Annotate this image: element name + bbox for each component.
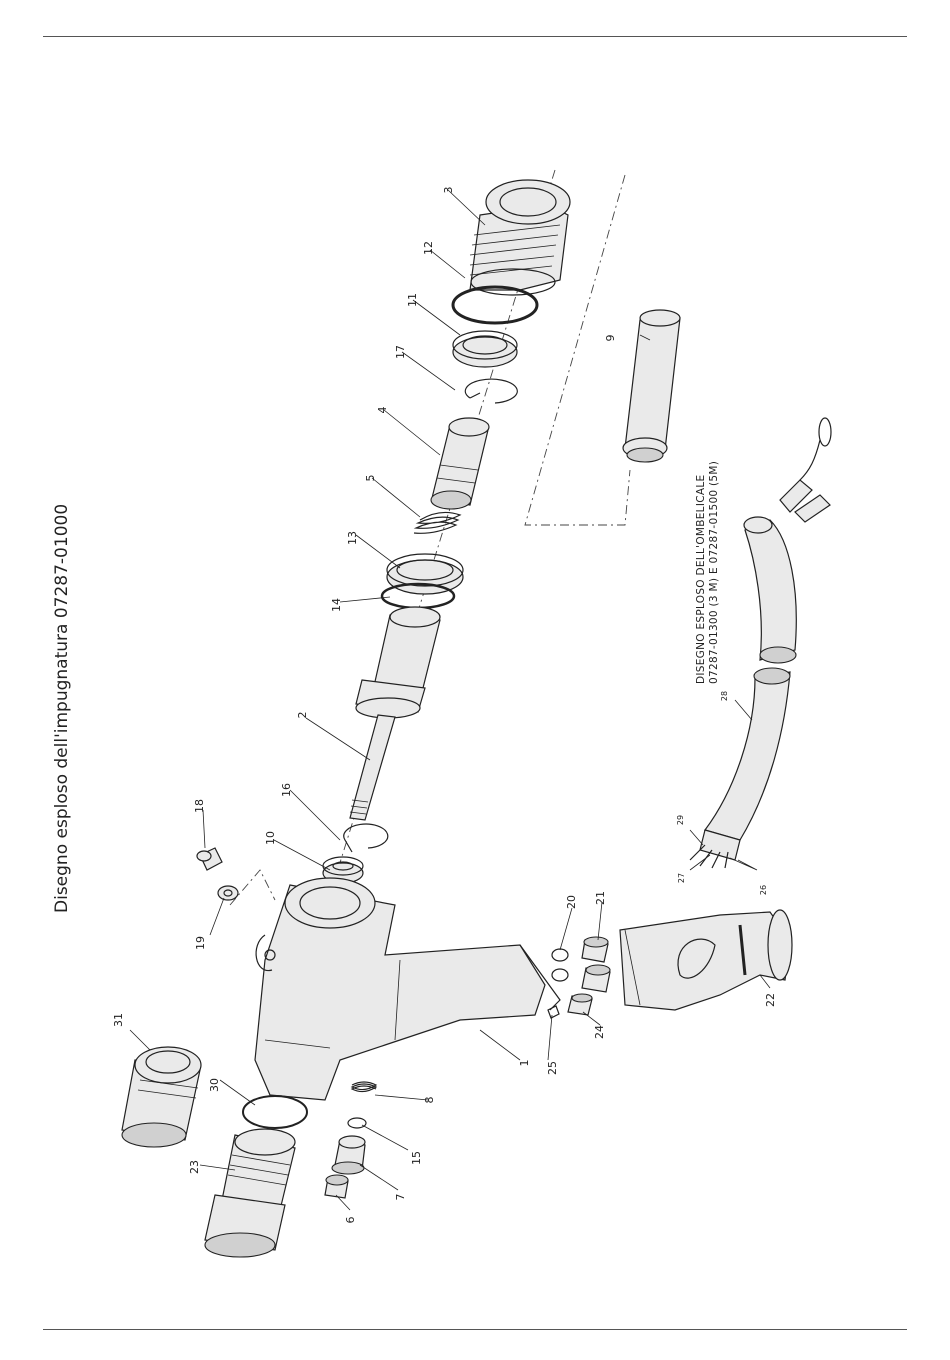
part-21-fittings — [582, 937, 610, 992]
label-16: 16 — [280, 783, 293, 797]
label-15: 15 — [410, 1151, 423, 1165]
label-2: 2 — [296, 712, 309, 719]
part-3-housing — [470, 180, 570, 295]
label-18: 18 — [193, 799, 206, 813]
label-22: 22 — [764, 993, 777, 1007]
label-14: 14 — [330, 598, 343, 612]
part-30-oring — [243, 1096, 307, 1128]
part-1-handle-body — [255, 878, 560, 1100]
part-4-tube — [431, 418, 489, 509]
label-27: 27 — [677, 873, 686, 883]
label-29: 29 — [676, 815, 685, 825]
part-13-ring — [387, 554, 463, 594]
part-5-spring — [414, 512, 460, 533]
part-2-shaft — [350, 607, 440, 820]
label-11: 11 — [406, 293, 419, 307]
part-17-circlip — [465, 379, 517, 403]
label-10: 10 — [264, 831, 277, 845]
label-5: 5 — [364, 475, 377, 482]
label-3: 3 — [442, 187, 455, 194]
label-7: 7 — [394, 1194, 407, 1201]
label-26: 26 — [759, 885, 768, 895]
part-12-oring — [453, 287, 537, 323]
label-20: 20 — [565, 895, 578, 909]
label-1: 1 — [518, 1060, 531, 1067]
label-31: 31 — [112, 1013, 125, 1027]
label-9: 9 — [604, 335, 617, 342]
part-8-spring — [352, 1082, 376, 1092]
part-19-nut — [218, 886, 238, 900]
pin-link-line — [230, 870, 275, 905]
label-24: 24 — [593, 1025, 606, 1039]
label-8: 8 — [423, 1097, 436, 1104]
label-12: 12 — [422, 241, 435, 255]
part-7-valve — [332, 1136, 365, 1174]
umbilical-assembly — [690, 418, 831, 868]
part-20-washers — [552, 949, 568, 981]
label-6: 6 — [344, 1217, 357, 1224]
part-9-nozzle — [623, 310, 680, 462]
label-19: 19 — [194, 936, 207, 950]
part-15-washer — [348, 1118, 366, 1128]
label-13: 13 — [346, 531, 359, 545]
label-30: 30 — [208, 1078, 221, 1092]
label-17: 17 — [394, 345, 407, 359]
label-4: 4 — [376, 407, 389, 414]
label-23: 23 — [188, 1160, 201, 1174]
part-24-fitting — [568, 994, 592, 1015]
label-28: 28 — [720, 691, 729, 701]
label-21: 21 — [594, 891, 607, 905]
part-31-collar — [122, 1047, 201, 1147]
part-23-fitting — [205, 1129, 295, 1257]
part-11-ring — [453, 331, 517, 367]
part-18-pin — [197, 848, 222, 870]
part-25-clip — [548, 1006, 559, 1018]
part-6-plug — [325, 1175, 348, 1198]
label-25: 25 — [546, 1061, 559, 1075]
